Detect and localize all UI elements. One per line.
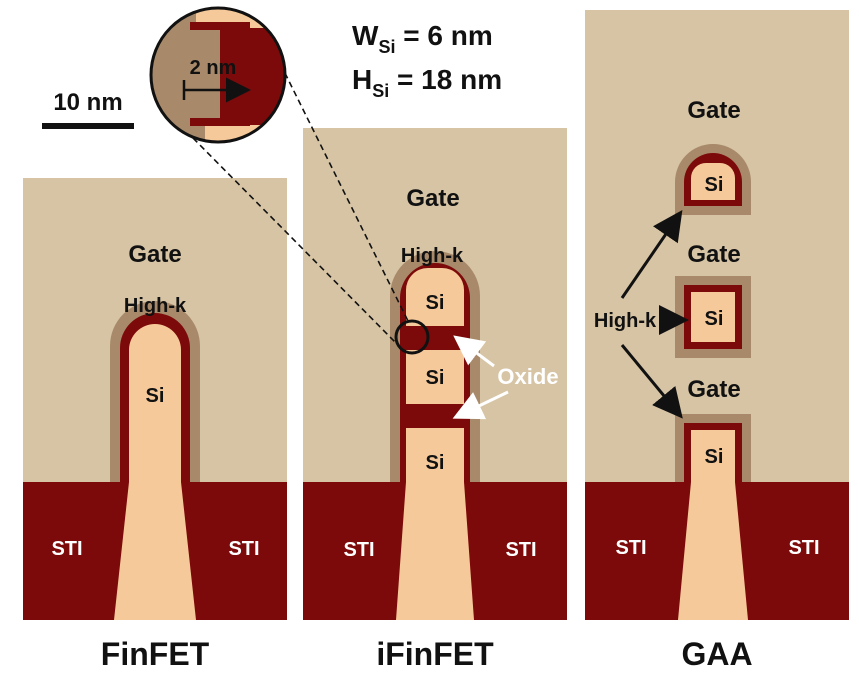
- ifinfet-zoom-marker: [394, 319, 430, 355]
- inset-2nm-label: 2 nm: [190, 57, 237, 79]
- ifinfet-highk-label: High-k: [401, 245, 464, 267]
- ifinfet-si-bot-label: Si: [426, 452, 445, 474]
- finfet-gate-label: Gate: [128, 241, 181, 268]
- highk-arrow-down: [620, 344, 683, 419]
- scale-bar: [42, 123, 134, 129]
- h-si-label: HSi = 18 nm: [352, 64, 502, 101]
- gaa-si-top-label: Si: [705, 174, 724, 196]
- gaa-panel: Gate Gate Gate Si Si Si High-k STI STI: [585, 10, 849, 620]
- gaa-si-bottom: [678, 430, 748, 620]
- gaa-si-top: [691, 163, 735, 200]
- gaa-si-mid: [691, 292, 735, 342]
- ifinfet-si-top: [406, 268, 464, 326]
- gaa-highk-label: High-k: [594, 310, 657, 332]
- finfet-panel: Gate High-k Si STI STI: [23, 178, 287, 620]
- finfet-caption: FinFET: [101, 636, 210, 672]
- finfet-si-fin: [114, 324, 196, 620]
- highk-arrow-up: [620, 210, 683, 299]
- gaa-caption: GAA: [681, 636, 752, 672]
- gaa-gate-bot-label: Gate: [687, 376, 740, 403]
- ifinfet-sti-right-label: STI: [505, 539, 536, 561]
- finfet-si-label: Si: [146, 385, 165, 407]
- finfet-sti-left-label: STI: [51, 538, 82, 560]
- gaa-sti-left-label: STI: [615, 537, 646, 559]
- ifinfet-oxide-label: Oxide: [497, 364, 558, 389]
- finfet-highk-label: High-k: [124, 295, 187, 317]
- ifinfet-sti-left-label: STI: [343, 539, 374, 561]
- ifinfet-si-mid-label: Si: [426, 367, 445, 389]
- gaa-si-mid-label: Si: [705, 308, 724, 330]
- gaa-gate-top-label: Gate: [687, 97, 740, 124]
- gaa-si-bot-label: Si: [705, 446, 724, 468]
- zoom-line-left: [185, 130, 399, 346]
- gaa-sti-right-label: STI: [788, 537, 819, 559]
- finfet-sti-right-label: STI: [228, 538, 259, 560]
- oxide-arrow-top: [453, 335, 495, 368]
- gaa-gate-mid-label: Gate: [687, 241, 740, 268]
- zoom-inset: 2 nm: [149, 6, 287, 144]
- ifinfet-si-bottom: [396, 428, 474, 620]
- oxide-arrow-bottom: [452, 390, 509, 420]
- ifinfet-caption: iFinFET: [376, 636, 494, 672]
- ifinfet-panel: Gate High-k Si Si Si Oxide STI STI: [303, 128, 567, 620]
- w-si-label: WSi = 6 nm: [352, 20, 493, 57]
- ifinfet-gate-label: Gate: [406, 185, 459, 212]
- ifinfet-oxide-bridge-bottom: [418, 404, 452, 428]
- scale-bar-label: 10 nm: [53, 89, 122, 116]
- ifinfet-si-top-label: Si: [426, 292, 445, 314]
